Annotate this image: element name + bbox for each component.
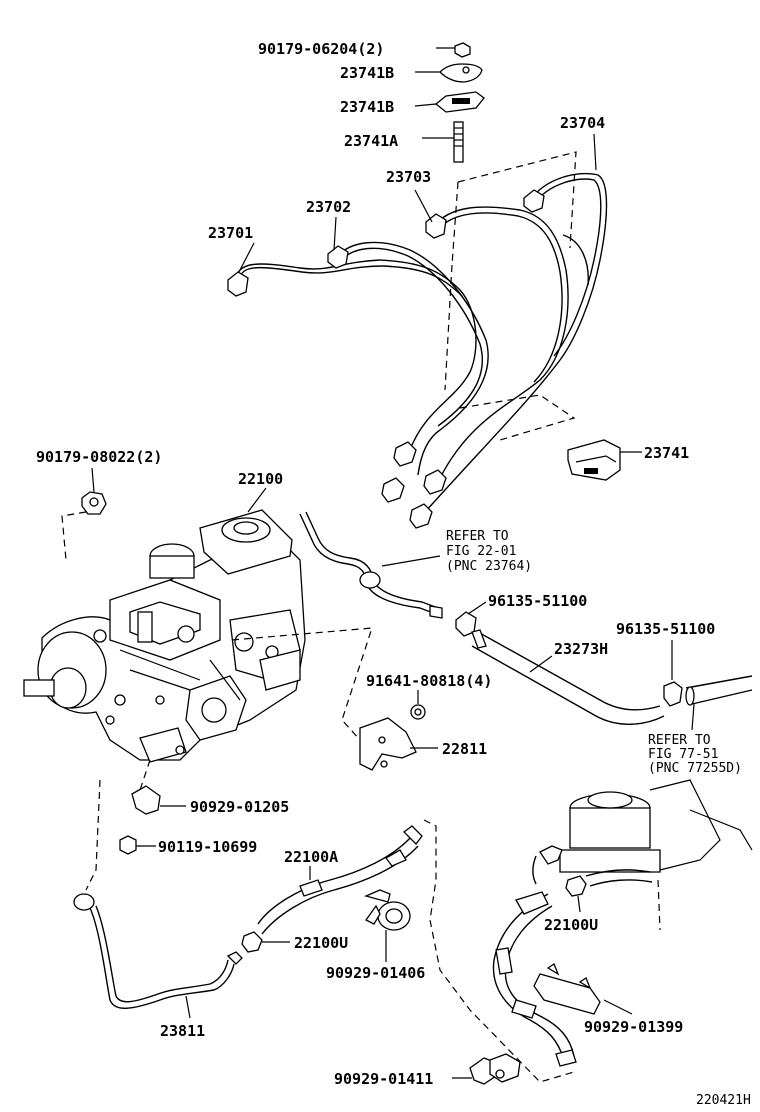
figure-id: 220421H: [696, 1093, 751, 1108]
label-23273h: 23273H: [554, 640, 608, 658]
clamp-90929-01411-icon: [469, 1053, 521, 1085]
refer-fig-22-01-line1: REFER TO: [446, 529, 509, 544]
label-22811: 22811: [442, 740, 487, 758]
clamp-90929-01399-icon: [533, 963, 601, 1015]
clamp-23741-icon: [567, 439, 621, 481]
label-96135-51100-left: 96135-51100: [488, 592, 587, 610]
refer-fig-77-51-line1: REFER TO: [648, 733, 711, 748]
label-22100u-left: 22100U: [294, 934, 348, 952]
injection-pump-drawing: [23, 509, 306, 763]
label-23741a: 23741A: [344, 132, 398, 150]
stud-23741a-icon: [453, 121, 464, 163]
label-96135-51100-right: 96135-51100: [616, 620, 715, 638]
pipe-23811: [73, 893, 243, 1009]
hose-clip-right-icon: [663, 681, 683, 707]
hose-23273h: [471, 629, 665, 725]
label-23704: 23704: [560, 114, 605, 132]
label-91641-80818: 91641-80818(4): [366, 672, 492, 690]
refer-fig-22-01-line3: (PNC 23764): [446, 559, 532, 574]
pipe-clamp-group: [434, 42, 485, 163]
refer-fig-77-51-line2: FIG 77-51: [648, 747, 718, 762]
label-90929-01406: 90929-01406: [326, 964, 425, 982]
refer-fig-77-51-line3: (PNC 77255D): [648, 761, 742, 776]
label-23741b-lower: 23741B: [340, 98, 394, 116]
label-23703: 23703: [386, 168, 431, 186]
fuel-filter-drawing: [532, 779, 753, 931]
clamp-23741b-upper-icon: [439, 63, 483, 83]
clamp-90929-01406-icon: [364, 889, 411, 931]
label-90179-08022: 90179-08022(2): [36, 448, 162, 466]
injection-pipes: [227, 172, 608, 529]
clamp-22100u-right-icon: [565, 875, 587, 897]
refer-fig-22-01-line2: FIG 22-01: [446, 544, 516, 559]
bolt-90119-icon: [119, 835, 137, 855]
label-90929-01399: 90929-01399: [584, 1018, 683, 1036]
clamp-22100u-left-icon: [241, 931, 263, 953]
label-90119-10699: 90119-10699: [158, 838, 257, 856]
label-90929-01205: 90929-01205: [190, 798, 289, 816]
label-90929-01411: 90929-01411: [334, 1070, 433, 1088]
label-90179-06204: 90179-06204(2): [258, 40, 384, 58]
nut-small-icon: [454, 42, 471, 58]
label-23741: 23741: [644, 444, 689, 462]
label-22100a: 22100A: [284, 848, 338, 866]
hose-22100a: [257, 825, 423, 935]
hose-right-bottom: [492, 891, 577, 1067]
bracket-22811-icon: [359, 717, 417, 771]
label-23702: 23702: [306, 198, 351, 216]
label-23701: 23701: [208, 224, 253, 242]
label-23741b-upper: 23741B: [340, 64, 394, 82]
overflow-pipe: [299, 511, 443, 619]
label-23811: 23811: [160, 1022, 205, 1040]
fitting-90929-01205-icon: [131, 785, 161, 815]
label-22100: 22100: [238, 470, 283, 488]
label-22100u-right: 22100U: [544, 916, 598, 934]
